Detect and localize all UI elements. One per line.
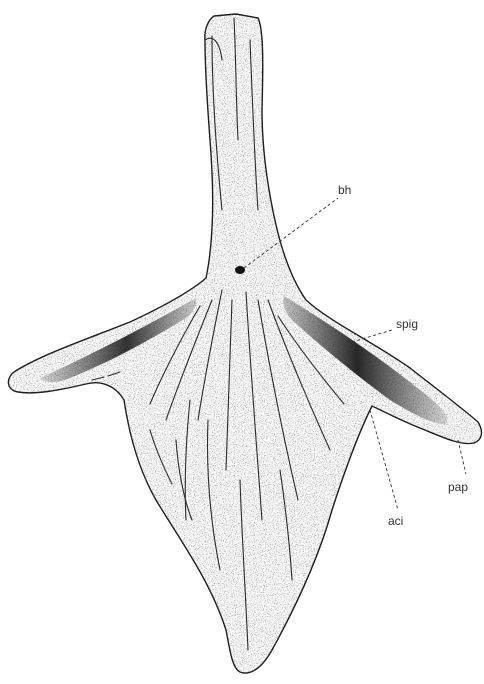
stipple-texture — [8, 14, 481, 673]
label-pap: pap — [448, 480, 468, 494]
label-aci: aci — [388, 514, 403, 528]
label-spig: spig — [396, 317, 418, 331]
label-bh: bh — [338, 183, 351, 197]
leader-aci — [370, 410, 398, 510]
foramen-spot — [235, 266, 245, 274]
leader-pap — [458, 440, 466, 474]
